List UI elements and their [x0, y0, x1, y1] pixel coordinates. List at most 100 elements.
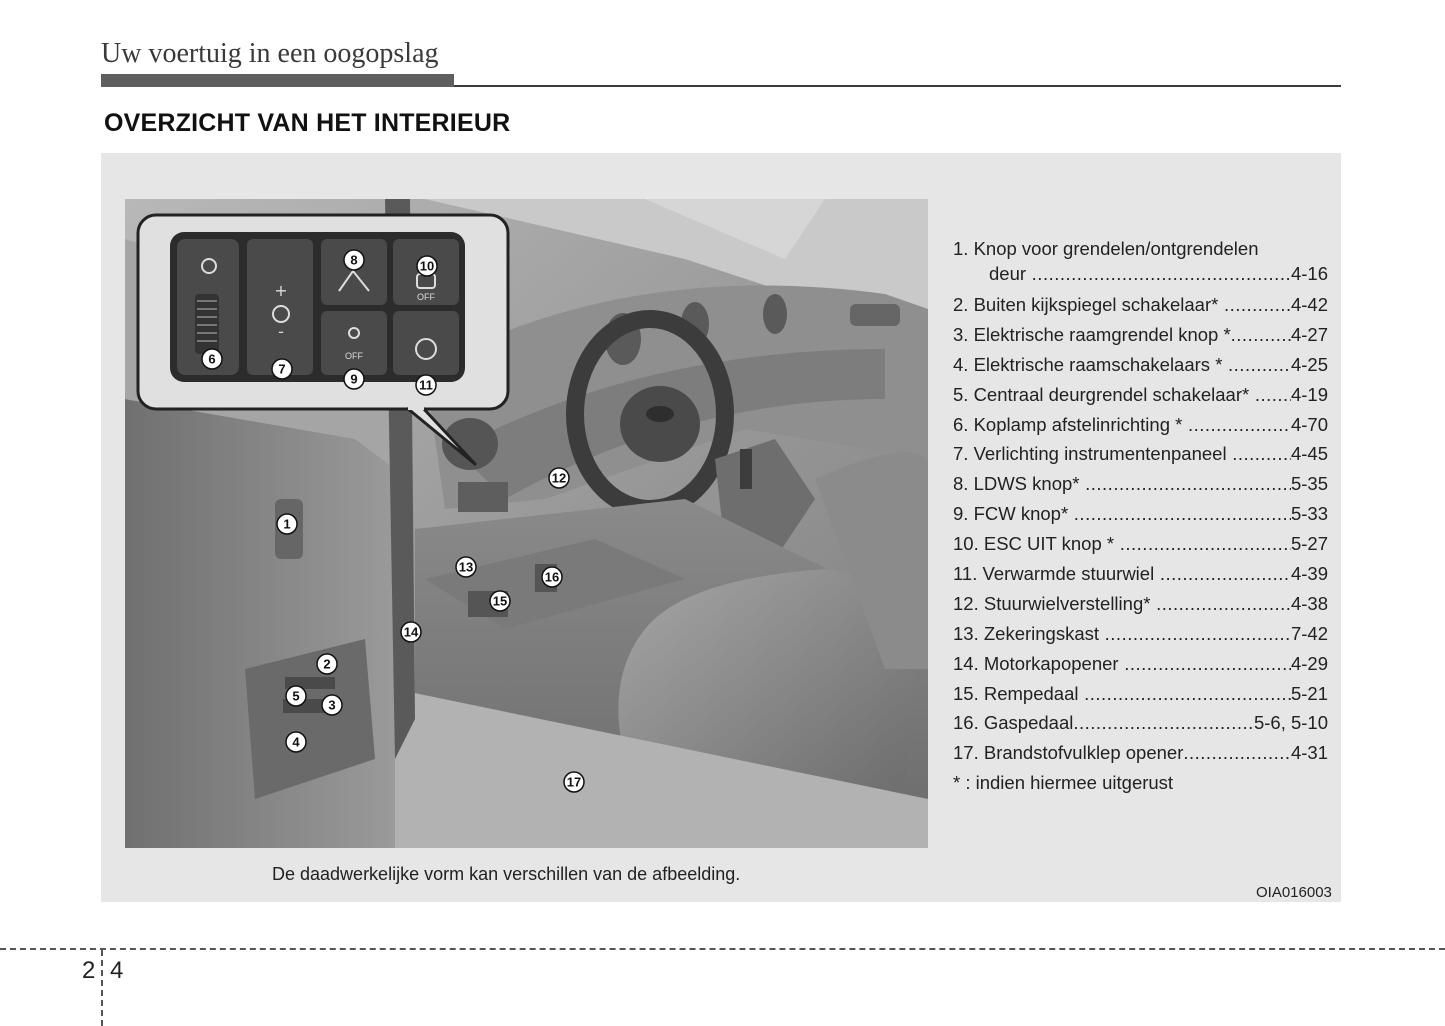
legend-item-page: 5-33 — [1290, 503, 1328, 525]
figure-caption: De daadwerkelijke vorm kan verschillen v… — [272, 864, 741, 884]
legend-item-page: 5-21 — [1290, 682, 1328, 704]
callout-3: 3 — [321, 694, 343, 716]
legend-item-label: 16. Gaspedaal — [953, 712, 1074, 734]
legend-item-label: 14. Motorkapopener — [953, 652, 1119, 674]
svg-text:7: 7 — [278, 362, 285, 377]
svg-text:6: 6 — [208, 352, 215, 367]
figure-code: OIA016003 — [1256, 884, 1332, 901]
callout-13: 13 — [455, 556, 477, 578]
legend-item-label: 8. LDWS knop* — [953, 473, 1080, 495]
legend-item-label: deur — [989, 263, 1027, 284]
chapter-title: Uw voertuig in een oogopslag — [101, 38, 439, 69]
legend-item-label: 9. FCW knop* — [953, 503, 1069, 525]
page-number: 4 — [110, 957, 124, 984]
legend-item-page: 4-16 — [1290, 263, 1328, 284]
legend-item-page: 5-35 — [1290, 473, 1328, 495]
legend-item-label: 7. Verlichting instrumentenpaneel — [953, 443, 1227, 465]
svg-text:1: 1 — [283, 517, 290, 532]
legend-item: 13. Zekeringskast ......................… — [953, 619, 1328, 649]
svg-text:3: 3 — [328, 698, 335, 713]
svg-text:2: 2 — [323, 657, 330, 672]
svg-text:10: 10 — [420, 259, 434, 274]
fcw-off-label: OFF — [345, 351, 363, 361]
callout-5: 5 — [285, 685, 307, 707]
svg-text:16: 16 — [545, 570, 559, 585]
esc-off-label: OFF — [417, 292, 435, 302]
legend-item: 8. LDWS knop* ..........................… — [953, 469, 1328, 499]
legend-item: 5. Centraal deurgrendel schakelaar* ....… — [953, 380, 1328, 410]
svg-text:+: + — [274, 281, 287, 300]
chapter-title-rule — [454, 85, 1341, 87]
legend-item: 17. Brandstofvulklep opener.............… — [953, 738, 1328, 768]
callout-12: 12 — [548, 467, 570, 489]
svg-text:15: 15 — [493, 594, 507, 609]
legend-item-page: 4-39 — [1290, 563, 1328, 585]
legend-item-label: 15. Rempedaal — [953, 682, 1079, 704]
legend-item: 7. Verlichting instrumentenpaneel ......… — [953, 439, 1328, 469]
legend-item-page: 4-70 — [1290, 413, 1328, 435]
callout-9: 9 — [343, 368, 365, 390]
legend-item-page: 4-29 — [1290, 652, 1328, 674]
callout-15: 15 — [489, 590, 511, 612]
legend-footnote: * : indien hiermee uitgerust — [953, 772, 1174, 794]
callout-6: 6 — [201, 348, 223, 370]
legend-item-page: 5-6, 5-10 — [1253, 712, 1328, 734]
callout-10: 10 — [416, 255, 438, 277]
legend-item-page: 4-27 — [1290, 323, 1328, 345]
callout-14: 14 — [400, 621, 422, 643]
legend-item-label: 11. Verwarmde stuurwiel — [953, 563, 1155, 585]
legend-item: 9. FCW knop* ...........................… — [953, 499, 1328, 529]
legend-item-label: 2. Buiten kijkspiegel schakelaar* — [953, 294, 1219, 315]
footer-dashed-rule — [0, 948, 1445, 950]
legend-item: 1. Knop voor grendelen/ontgrendelen deur… — [953, 238, 1328, 284]
legend-list: 1. Knop voor grendelen/ontgrendelen deur… — [953, 236, 1328, 798]
legend-item: 11. Verwarmde stuurwiel ................… — [953, 559, 1328, 589]
legend-item-label: 6. Koplamp afstelinrichting * — [953, 413, 1183, 435]
legend-item: 12. Stuurwielverstelling* ..............… — [953, 589, 1328, 619]
legend-item-label: 1. Knop voor grendelen/ontgrendelen — [953, 238, 1259, 259]
footer-dashed-divider — [101, 950, 103, 1026]
callout-17: 17 — [563, 771, 585, 793]
callout-7: 7 — [271, 358, 293, 380]
callout-16: 16 — [541, 566, 563, 588]
legend-item-label: 17. Brandstofvulklep opener — [953, 742, 1184, 764]
svg-text:4: 4 — [292, 735, 300, 750]
callout-11: 11 — [415, 374, 437, 396]
svg-text:9: 9 — [350, 372, 357, 387]
callout-8: 8 — [343, 249, 365, 271]
svg-text:12: 12 — [552, 471, 566, 486]
legend-item-label: 4. Elektrische raamschakelaars * — [953, 353, 1223, 375]
legend-item-page: 4-25 — [1290, 353, 1328, 375]
svg-text:-: - — [278, 322, 284, 341]
legend-item-page: 5-27 — [1290, 533, 1328, 555]
legend-item-label: 3. Elektrische raamgrendel knop * — [953, 323, 1231, 345]
section-title: OVERZICHT VAN HET INTERIEUR — [104, 109, 511, 137]
interior-illustration: + - OFF OFF 6 7 8 9 10 11 1 2 3 4 5 12 1… — [125, 199, 928, 848]
legend-item-page: 4-38 — [1290, 592, 1328, 614]
legend-item-page: 4-42 — [1290, 294, 1328, 315]
svg-text:14: 14 — [404, 625, 419, 640]
legend-item-label: 10. ESC UIT knop * — [953, 533, 1115, 555]
svg-text:8: 8 — [350, 253, 357, 268]
legend-item-page: 4-31 — [1290, 742, 1328, 764]
legend-item-label: 5. Centraal deurgrendel schakelaar* — [953, 383, 1250, 405]
svg-text:5: 5 — [292, 689, 299, 704]
legend-item: 16. Gaspedaal...........................… — [953, 708, 1328, 738]
legend-item-page: 4-19 — [1290, 383, 1328, 405]
callout-2: 2 — [316, 653, 338, 675]
legend-item: 4. Elektrische raamschakelaars * .......… — [953, 350, 1328, 380]
callout-1: 1 — [276, 513, 298, 535]
chapter-title-bar — [101, 74, 454, 87]
svg-text:13: 13 — [459, 560, 473, 575]
legend-item: 2. Buiten kijkspiegel schakelaar* ......… — [953, 290, 1328, 320]
svg-text:11: 11 — [419, 378, 433, 393]
legend-item-label: 13. Zekeringskast — [953, 622, 1100, 644]
legend-item-label: 12. Stuurwielverstelling* — [953, 592, 1151, 614]
legend-item: 10. ESC UIT knop * .....................… — [953, 529, 1328, 559]
callout-4: 4 — [285, 731, 307, 753]
legend-item: 6. Koplamp afstelinrichting * ..........… — [953, 410, 1328, 440]
page-number-chapter: 2 — [82, 957, 96, 984]
legend-item-page: 4-45 — [1290, 443, 1328, 465]
legend-item: 14. Motorkapopener .....................… — [953, 649, 1328, 679]
svg-text:17: 17 — [567, 775, 581, 790]
